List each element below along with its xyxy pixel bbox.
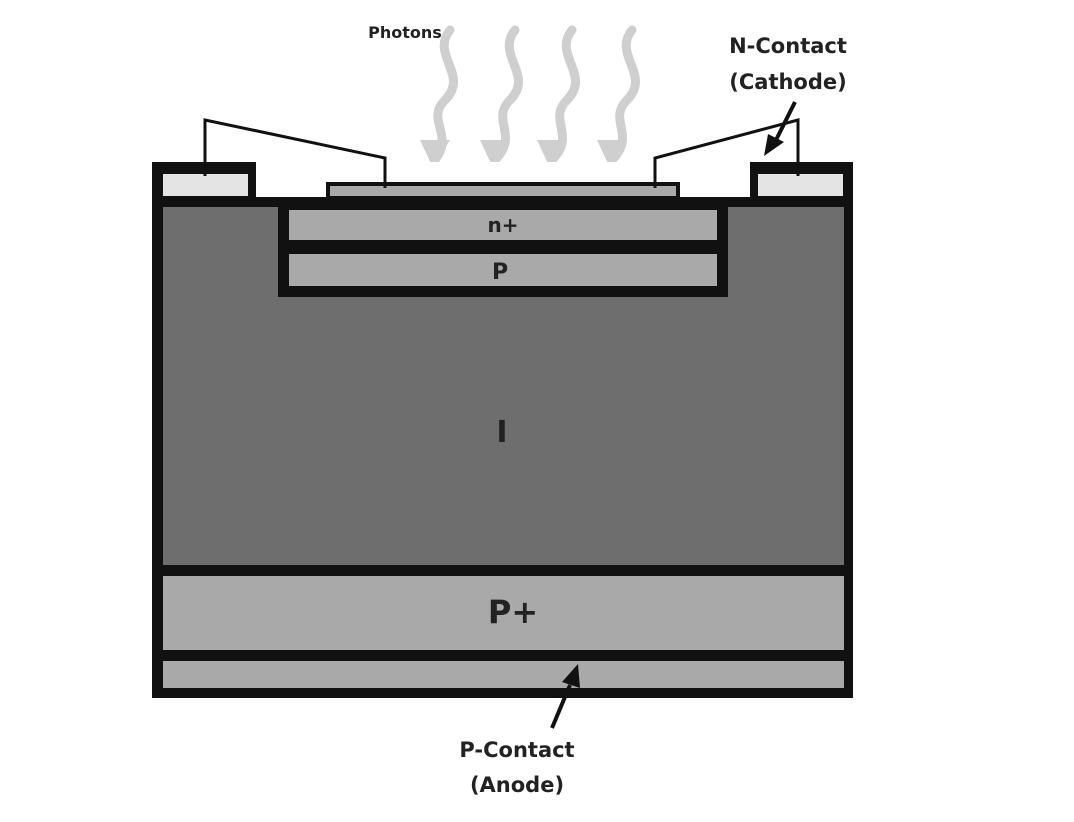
photon-wave-icon (597, 25, 640, 168)
cathode-label: (Cathode) (729, 70, 846, 94)
photon-arrows (420, 25, 640, 168)
p-contact-layer (163, 661, 844, 688)
left-wire (203, 118, 387, 188)
p-plus-region (163, 576, 844, 650)
n-contact-arrow-icon (764, 101, 797, 156)
right-contact-pad (758, 174, 843, 196)
left-contact-pad (163, 174, 248, 196)
photon-wave-icon (420, 25, 458, 168)
top-surface (258, 196, 748, 207)
n-plus-label: n+ (488, 213, 519, 237)
p-label: P (492, 260, 508, 285)
intrinsic-label: I (496, 415, 507, 450)
p-layer (289, 254, 717, 286)
surface-gap-left (256, 162, 330, 197)
n-plus-layer (289, 210, 717, 240)
p-contact-arrow-icon (550, 664, 580, 729)
window-strip (326, 182, 680, 200)
photon-wave-icon (480, 25, 523, 168)
photons-label: Photons (368, 23, 442, 42)
n-contact-label: N-Contact (729, 34, 847, 58)
surface-gap-right (676, 162, 750, 197)
anode-label: (Anode) (470, 773, 564, 797)
photon-wave-icon (537, 25, 580, 168)
p-contact-label: P-Contact (459, 738, 574, 762)
right-wire (653, 118, 800, 188)
p-plus-label: P+ (488, 593, 538, 631)
